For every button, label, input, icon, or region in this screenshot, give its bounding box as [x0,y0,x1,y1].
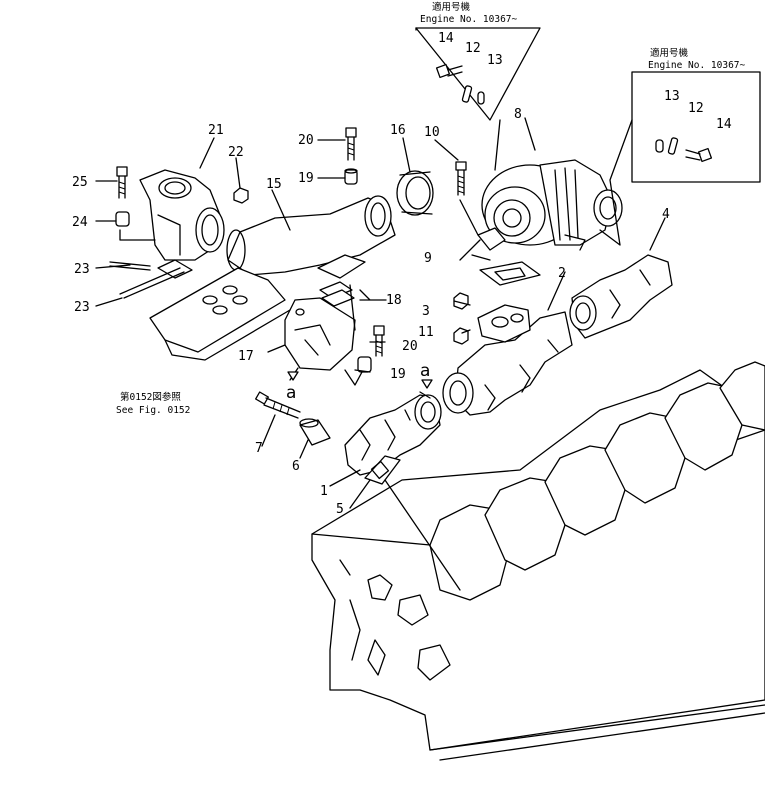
note-box2-jp: 適用号機 [650,47,689,59]
spacer-19-lower [357,356,372,373]
bracket-17 [284,297,356,371]
spacer-19-top [344,168,358,185]
turbocharger-8 [477,159,623,251]
spacer-24 [115,211,130,227]
note-box1-jp: 適用号機 [432,1,471,13]
label-14-b: 14 [716,117,732,132]
label-13-b: 13 [664,89,680,104]
label-20-a: 20 [298,133,314,148]
clamp-16 [396,170,434,216]
label-24: 24 [72,215,88,230]
label-23-b: 23 [74,300,90,315]
label-14-a: 14 [438,31,454,46]
exhaust-manifold-4 [569,254,673,339]
label-11: 11 [418,325,434,340]
inset-box-1 [415,27,541,121]
bolt-10 [455,161,467,196]
note-see-fig: See Fig. 0152 [116,405,190,416]
spacer-6 [299,418,331,446]
nut-11 [453,327,469,345]
label-a-left: a [286,383,296,403]
note-box1-engine: Engine No. 10367~ [420,14,518,25]
label-1: 1 [320,484,328,499]
leader-lines [95,117,666,591]
arrow-a-left [287,371,299,381]
label-6: 6 [292,459,300,474]
label-18: 18 [386,293,402,308]
label-16: 16 [390,123,406,138]
label-25: 25 [72,175,88,190]
label-12-a: 12 [465,41,481,56]
label-5: 5 [336,502,344,517]
note-box2-engine: Engine No. 10367~ [648,60,746,71]
pipe-15 [226,195,396,279]
bolt-25 [116,166,128,199]
applicability-notes: 適用号機 Engine No. 10367~ 適用号機 Engine No. 1… [116,1,746,416]
label-4: 4 [662,207,670,222]
bolt-20-lower [373,325,385,357]
exhaust-manifold-1 [344,394,442,476]
engine-block [311,361,765,761]
label-19-b: 19 [390,367,406,382]
label-9: 9 [424,251,432,266]
bolt-20-top [345,127,357,161]
label-15: 15 [266,177,282,192]
part-number-labels: 1 2 3 4 5 6 7 8 9 10 11 12 13 14 12 13 1… [72,31,732,517]
label-7: 7 [255,441,263,456]
label-21: 21 [208,123,224,138]
label-a-right: a [420,361,430,381]
label-3: 3 [422,304,430,319]
nut-22 [233,187,249,204]
label-17: 17 [238,349,254,364]
label-10: 10 [424,125,440,140]
label-23-a: 23 [74,262,90,277]
label-22: 22 [228,145,244,160]
arrow-a-right [421,379,433,389]
label-8: 8 [514,107,522,122]
label-13-a: 13 [487,53,503,68]
gasket-18 [319,281,355,307]
elbow-21 [139,169,225,261]
label-12-b: 12 [688,101,704,116]
note-see-fig-jp: 第0152図参照 [120,391,181,403]
gasket-9 [479,261,541,286]
label-20-b: 20 [402,339,418,354]
gasket-23 [109,259,193,299]
inset-box-2 [631,71,761,183]
label-2: 2 [558,266,566,281]
bolt-7 [255,391,301,419]
label-19-a: 19 [298,171,314,186]
cover-plate [149,267,291,361]
exhaust-manifold-2 [442,304,573,416]
